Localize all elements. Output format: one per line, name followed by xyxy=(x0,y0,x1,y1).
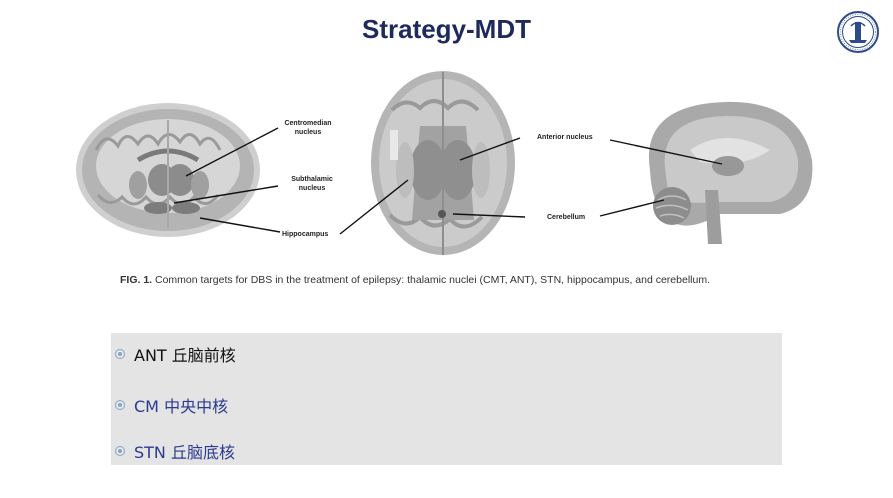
label-cerebellum: Cerebellum xyxy=(547,214,585,221)
label-pointer-lines xyxy=(173,127,723,235)
bullet-item-stn: STN 丘脑底核 xyxy=(111,439,235,463)
label-centromedian-line2: nucleus xyxy=(295,129,322,136)
bullet-text: ANT 丘脑前核 xyxy=(134,346,236,365)
bullet-dot-icon xyxy=(115,349,125,359)
label-hippocampus: Hippocampus xyxy=(282,231,328,238)
label-anterior-nucleus: Anterior nucleus xyxy=(537,134,593,141)
coronal-brain-image xyxy=(76,103,260,237)
label-subthalamic-line1: Subthalamic xyxy=(291,176,333,183)
dbs-targets-figure: Centromedian nucleus Subthalamic nucleus… xyxy=(76,71,813,255)
university-seal-icon xyxy=(837,11,879,53)
sagittal-brain-image xyxy=(648,101,813,244)
caption-label: FIG. 1. xyxy=(120,274,153,286)
bullet-dot-icon xyxy=(115,400,125,410)
figure-caption: FIG. 1. Common targets for DBS in the tr… xyxy=(120,274,820,286)
bullet-list-box: ANT 丘脑前核 CM 中央中核 STN 丘脑底核 xyxy=(111,333,782,465)
bullet-item-ant: ANT 丘脑前核 xyxy=(111,342,236,366)
caption-text: Common targets for DBS in the treatment … xyxy=(152,274,710,286)
label-centromedian-line1: Centromedian xyxy=(284,120,331,127)
bullet-text: CM 中央中核 xyxy=(134,397,229,416)
bullet-item-cm: CM 中央中核 xyxy=(111,393,228,417)
slide-title: Strategy-MDT xyxy=(361,14,531,44)
axial-brain-image xyxy=(371,71,515,255)
label-subthalamic-line2: nucleus xyxy=(299,185,326,192)
bullet-text: STN 丘脑底核 xyxy=(134,443,235,462)
bullet-dot-icon xyxy=(115,446,125,456)
